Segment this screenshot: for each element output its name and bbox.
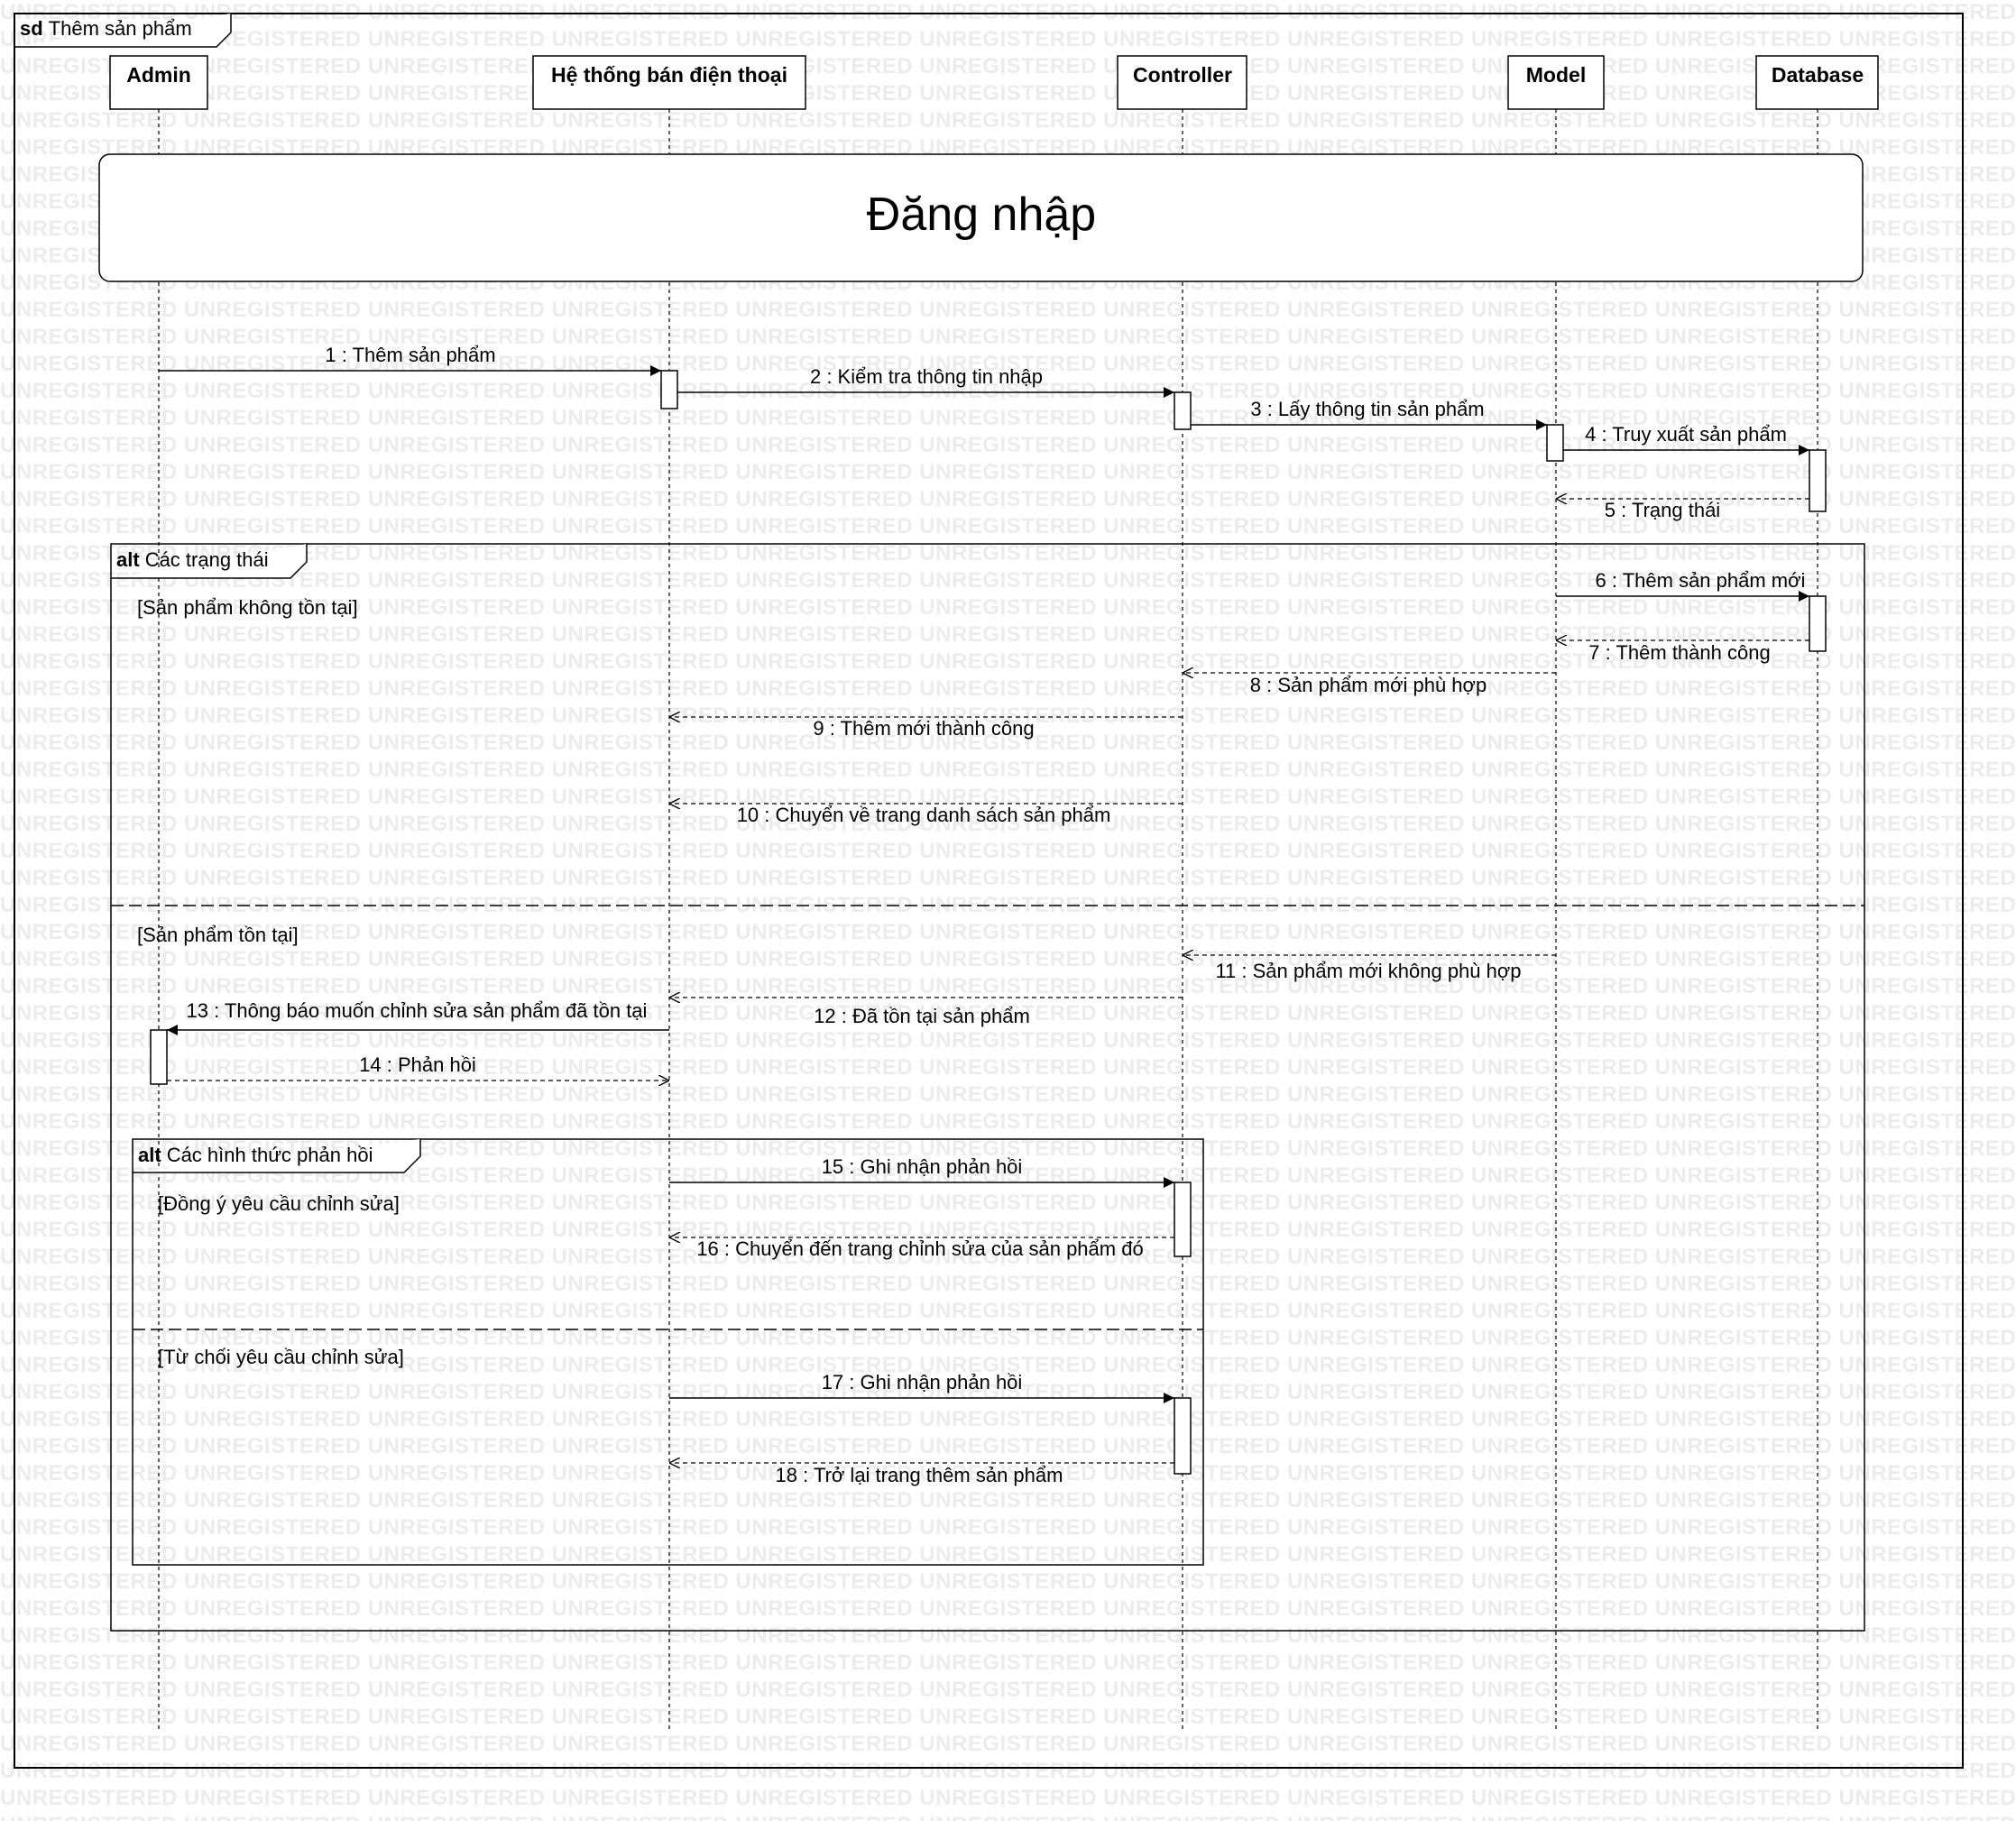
alt-fragment-response: alt Các hình thức phản hồi [Đồng ý yêu cầ…	[132, 1138, 1204, 1566]
message-9[interactable]: 9 : Thêm mới thành công	[669, 717, 1183, 740]
message-1[interactable]: 1 : Thêm sản phẩm	[159, 344, 661, 376]
activation-controller-2	[1174, 1182, 1192, 1257]
activation-controller-1	[1174, 391, 1192, 430]
activation-bars	[150, 370, 1827, 1475]
message-17-label: 17 : Ghi nhận phản hồi	[822, 1371, 1023, 1393]
message-4-label: 4 : Truy xuất sản phẩm	[1585, 423, 1787, 446]
message-2-label: 2 : Kiểm tra thông tin nhập	[810, 365, 1043, 388]
activation-database-1	[1809, 449, 1827, 512]
alt-states-title: Các trạng thái	[145, 548, 269, 571]
message-2[interactable]: 2 : Kiểm tra thông tin nhập	[677, 365, 1174, 398]
activation-controller-3	[1174, 1397, 1192, 1475]
message-11-label: 11 : Sản phẩm mới không phù hợp	[1215, 960, 1521, 982]
ref-fragment-label: Đăng nhập	[867, 189, 1096, 241]
message-15-label: 15 : Ghi nhận phản hồi	[822, 1155, 1023, 1178]
sd-keyword: sd	[20, 17, 43, 40]
guard-product-not-exist: [Sản phẩm không tồn tại]	[137, 596, 358, 619]
sd-frame-label: sd Thêm sản phẩm	[20, 17, 192, 40]
message-4[interactable]: 4 : Truy xuất sản phẩm	[1563, 423, 1809, 455]
message-18-label: 18 : Trở lại trang thêm sản phẩm	[776, 1464, 1063, 1486]
message-13[interactable]: 13 : Thông báo muốn chỉnh sửa sản phẩm đ…	[167, 999, 669, 1035]
lifeline-controller-label: Controller	[1133, 63, 1232, 87]
message-14[interactable]: 14 : Phản hồi	[167, 1053, 669, 1081]
message-3[interactable]: 3 : Lấy thông tin sản phẩm	[1191, 398, 1547, 430]
sd-frame: sd Thêm sản phẩm	[14, 13, 1964, 1769]
lifeline-controller[interactable]: Controller	[1117, 55, 1247, 1732]
messages: 1 : Thêm sản phẩm 2 : Kiểm tra thông tin…	[159, 344, 1809, 1486]
guard-accept-edit: [Đồng ý yêu cầu chỉnh sửa]	[158, 1192, 400, 1215]
alt-response-keyword: alt	[138, 1144, 161, 1166]
lifeline-admin[interactable]: Admin	[109, 55, 208, 1732]
activation-database-2	[1809, 595, 1827, 652]
lifeline-admin-label: Admin	[126, 63, 191, 87]
message-10[interactable]: 10 : Chuyển về trang danh sách sản phẩm	[669, 804, 1183, 826]
activation-admin-1	[150, 1029, 168, 1085]
lifeline-database[interactable]: Database	[1755, 55, 1879, 1732]
lifeline-database-label: Database	[1772, 63, 1864, 87]
message-5[interactable]: 5 : Trạng thái	[1556, 499, 1809, 521]
lifeline-system[interactable]: Hệ thống bán điện thoại	[532, 55, 806, 1732]
message-15[interactable]: 15 : Ghi nhận phản hồi	[669, 1155, 1174, 1188]
activation-model-1	[1546, 424, 1564, 462]
message-17[interactable]: 17 : Ghi nhận phản hồi	[669, 1371, 1174, 1403]
message-13-label: 13 : Thông báo muốn chỉnh sửa sản phẩm đ…	[187, 999, 648, 1022]
lifeline-system-label: Hệ thống bán điện thoại	[551, 63, 787, 87]
message-9-label: 9 : Thêm mới thành công	[813, 717, 1034, 740]
message-7[interactable]: 7 : Thêm thành công	[1556, 640, 1809, 664]
message-8-label: 8 : Sản phẩm mới phù hợp	[1250, 674, 1487, 696]
message-16-label: 16 : Chuyển đến trang chỉnh sửa của sản …	[696, 1237, 1143, 1260]
lifeline-model[interactable]: Model	[1507, 55, 1605, 1732]
sd-title: Thêm sản phẩm	[49, 17, 192, 40]
ref-fragment-login[interactable]: Đăng nhập	[98, 153, 1864, 282]
alt-states-keyword: alt	[116, 548, 140, 571]
message-6[interactable]: 6 : Thêm sản phẩm mới	[1556, 569, 1809, 602]
guard-reject-edit: [Từ chối yêu cầu chỉnh sửa]	[158, 1346, 404, 1368]
message-3-label: 3 : Lấy thông tin sản phẩm	[1250, 398, 1484, 420]
message-5-label: 5 : Trạng thái	[1605, 499, 1720, 521]
lifeline-model-label: Model	[1526, 63, 1586, 87]
message-16[interactable]: 16 : Chuyển đến trang chỉnh sửa của sản …	[669, 1237, 1174, 1260]
activation-system-1	[660, 370, 678, 409]
message-12-label: 12 : Đã tồn tại sản phẩm	[814, 1005, 1030, 1027]
message-12[interactable]: 12 : Đã tồn tại sản phẩm	[669, 998, 1183, 1027]
message-10-label: 10 : Chuyển về trang danh sách sản phẩm	[737, 804, 1111, 826]
message-11[interactable]: 11 : Sản phẩm mới không phù hợp	[1183, 955, 1556, 982]
message-6-label: 6 : Thêm sản phẩm mới	[1596, 569, 1806, 592]
alt-response-label: alt Các hình thức phản hồi	[138, 1144, 373, 1166]
message-1-label: 1 : Thêm sản phẩm	[325, 344, 495, 366]
alt-response-title: Các hình thức phản hồi	[167, 1144, 373, 1166]
message-8[interactable]: 8 : Sản phẩm mới phù hợp	[1183, 673, 1556, 696]
lifelines: Admin Hệ thống bán điện thoại Controller…	[109, 55, 1879, 1732]
guard-product-exists: [Sản phẩm tồn tại]	[137, 924, 299, 946]
message-18[interactable]: 18 : Trở lại trang thêm sản phẩm	[669, 1463, 1174, 1486]
message-7-label: 7 : Thêm thành công	[1588, 641, 1770, 664]
message-14-label: 14 : Phản hồi	[359, 1053, 476, 1076]
